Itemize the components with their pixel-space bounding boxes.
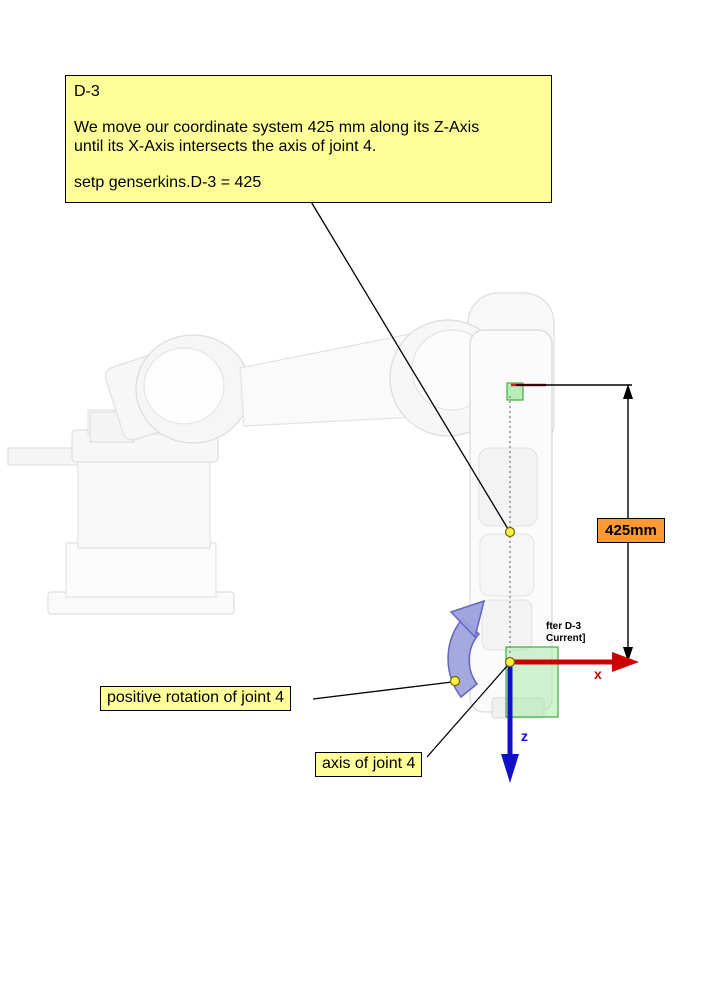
frame-after-d3-line1: fter D-3 bbox=[546, 621, 582, 632]
z-axis-arrow-icon bbox=[501, 754, 519, 783]
leader-callout-to-dot bbox=[309, 199, 509, 530]
dimension-arrow-down-icon bbox=[623, 647, 633, 662]
robot-joint1-inner bbox=[143, 347, 225, 425]
callout-code: setp genserkins.D-3 = 425 bbox=[74, 174, 262, 191]
x-axis-label: x bbox=[594, 666, 602, 682]
robot-base bbox=[7, 334, 251, 615]
leader-lines bbox=[309, 199, 509, 758]
frame-current-green-area bbox=[505, 646, 559, 718]
dimension-label: 425mm bbox=[597, 518, 665, 543]
callout-spacer bbox=[74, 156, 543, 173]
leader-axis-to-origin bbox=[426, 665, 508, 758]
callout-body-line1: We move our coordinate system 425 mm alo… bbox=[74, 119, 480, 136]
label-positive-rotation: positive rotation of joint 4 bbox=[100, 686, 291, 711]
robot-forearm-panel-3 bbox=[481, 599, 533, 651]
frame-after-d3-label: fter D-3 Current] bbox=[546, 621, 585, 645]
robot-forearm-panel-2 bbox=[479, 533, 535, 597]
frame-after-d3-line2: Current] bbox=[546, 633, 586, 644]
marker-dot-rotation bbox=[449, 675, 461, 687]
marker-dot-joint4-axis bbox=[504, 656, 516, 668]
joint4-rotation-arrowhead-icon bbox=[449, 599, 486, 639]
frame-previous-green-area bbox=[506, 382, 524, 401]
robot-base-column bbox=[77, 457, 211, 549]
robot-base-cylinder bbox=[65, 542, 217, 598]
callout-title: D-3 bbox=[74, 83, 100, 100]
callout-spacer bbox=[74, 101, 543, 118]
callout-body-line2: until its X-Axis intersects the axis of … bbox=[74, 138, 377, 155]
robot-forearm-panel-1 bbox=[478, 447, 538, 527]
leader-rotation-to-dot bbox=[312, 681, 453, 700]
z-axis-label: z bbox=[521, 728, 528, 744]
marker-dot-d3 bbox=[504, 526, 516, 538]
label-axis-of-joint4: axis of joint 4 bbox=[315, 752, 423, 777]
callout-d3: D-3 We move our coordinate system 425 mm… bbox=[65, 75, 552, 203]
dimension-arrow-up-icon bbox=[623, 384, 633, 399]
x-axis-arrow-icon bbox=[612, 652, 639, 672]
